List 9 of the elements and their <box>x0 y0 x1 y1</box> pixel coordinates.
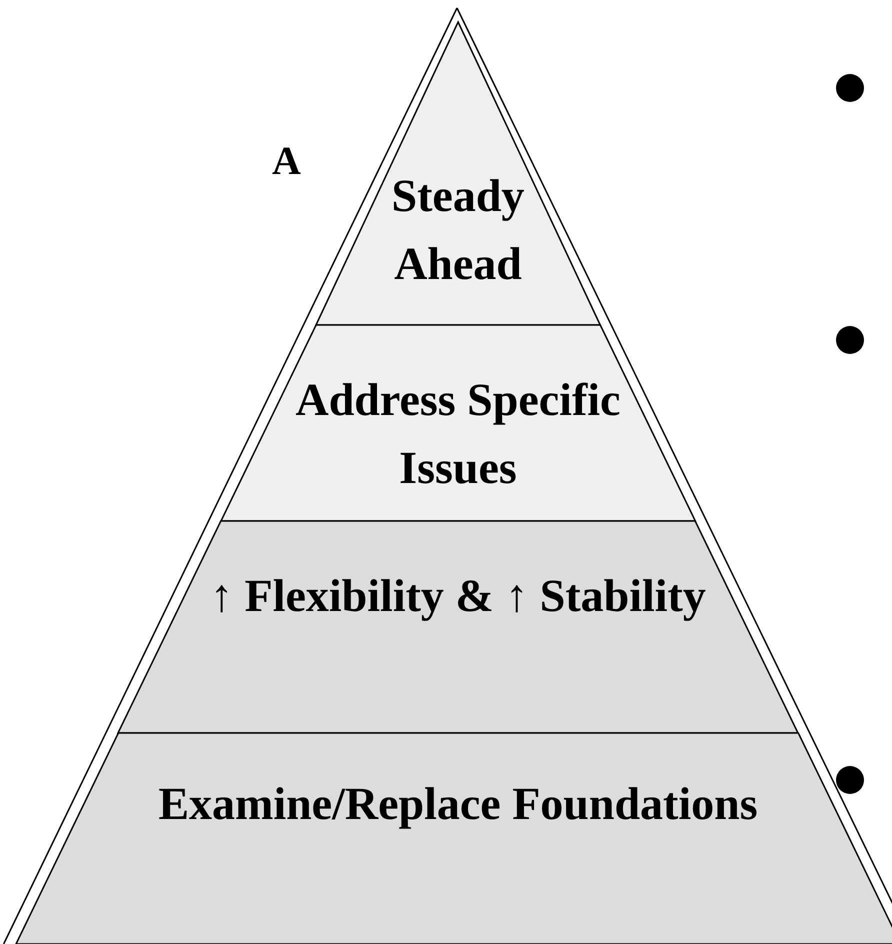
pyramid-tier <box>16 733 892 944</box>
tier-label: Address Specific Issues <box>294 373 622 495</box>
corner-label: A <box>272 138 301 183</box>
tier-label: Steady Ahead <box>390 169 526 291</box>
tier-label: Examine/Replace Foundations <box>158 777 758 831</box>
pyramid-tier <box>220 325 696 521</box>
pyramid-tier <box>316 22 600 325</box>
tier-label: ↑ Flexibility & ↑ Stability <box>210 569 706 623</box>
pyramid-tier <box>118 521 798 733</box>
